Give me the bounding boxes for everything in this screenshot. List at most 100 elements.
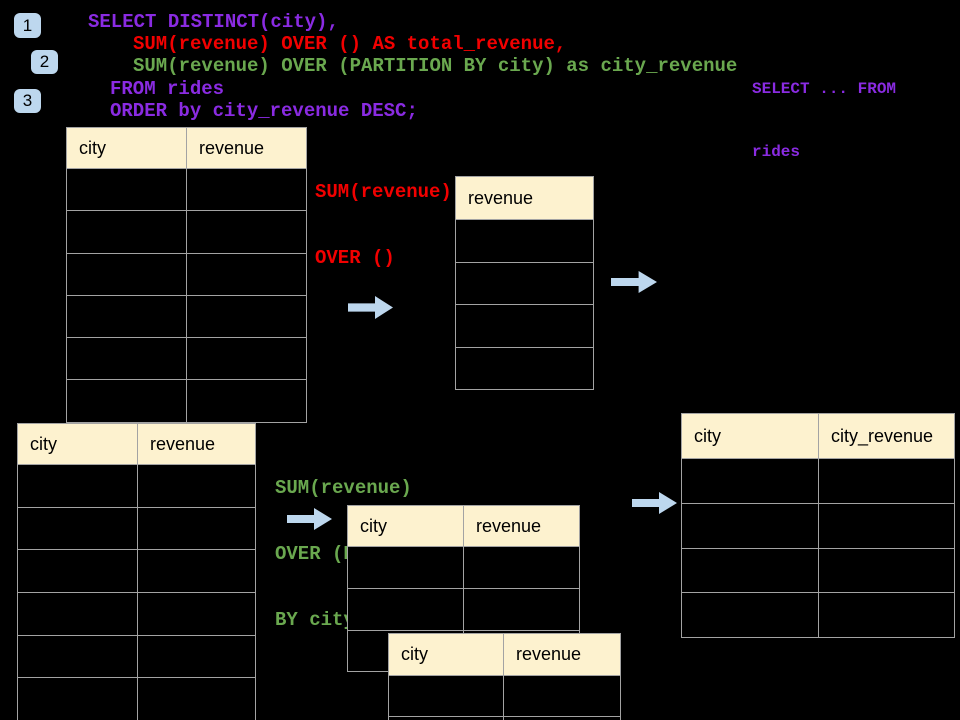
empty-cell [137, 507, 255, 550]
table-row [67, 337, 306, 380]
empty-cell [456, 348, 593, 390]
column-header-revenue: revenue [468, 187, 534, 208]
empty-cell [137, 678, 255, 720]
table-row [18, 592, 255, 635]
table-header-row: city revenue [348, 506, 579, 546]
empty-cell [503, 717, 620, 720]
annotation-partition-line1: SUM(revenue) [275, 477, 412, 499]
arrow-right-icon [611, 271, 657, 293]
column-header-city: city [30, 433, 57, 454]
empty-cell [682, 504, 818, 548]
result-city-revenue-table: city city_revenue [681, 413, 955, 639]
step-badge-3: 3 [14, 89, 41, 113]
empty-cell [818, 459, 954, 503]
table-row [18, 549, 255, 593]
annotation-total-revenue: SUM(revenue) OVER () [315, 137, 452, 313]
column-header-revenue: revenue [137, 424, 255, 464]
sql-line-order-by: ORDER by city_revenue DESC; [110, 100, 418, 122]
side-note-line2: rides [752, 143, 801, 161]
table-row [348, 546, 579, 588]
table-row [456, 261, 593, 305]
sql-line-total-revenue: SUM(revenue) OVER () AS total_revenue, [133, 33, 567, 55]
step-badge-2: 2 [31, 50, 58, 74]
annotation-total-line2: OVER () [315, 247, 395, 269]
empty-cell [18, 550, 137, 592]
empty-cell [137, 593, 255, 635]
table-row [18, 464, 255, 507]
sql-line-from: FROM rides [110, 78, 225, 100]
empty-cell [682, 549, 818, 593]
empty-cell [682, 459, 818, 503]
table-row [18, 677, 255, 720]
table-row [682, 458, 954, 503]
partition-table-front: city revenue [388, 633, 621, 720]
empty-cell [456, 263, 593, 305]
table-row [682, 502, 954, 548]
empty-cell [18, 593, 137, 635]
table-header-row: city revenue [389, 634, 620, 675]
empty-cell [456, 220, 593, 262]
table-row [456, 304, 593, 347]
empty-cell [389, 676, 503, 716]
table-row [389, 675, 620, 716]
empty-cell [137, 550, 255, 593]
table-row [456, 346, 593, 390]
empty-cell [818, 593, 954, 638]
table-row [67, 294, 306, 338]
side-note-line1: SELECT ... FROM [752, 80, 897, 98]
empty-cell [818, 503, 954, 548]
table-row [18, 634, 255, 678]
sql-line-city-revenue: SUM(revenue) OVER (PARTITION BY city) as… [133, 55, 738, 77]
empty-cell [67, 211, 186, 252]
table-row [682, 547, 954, 593]
table-header-row: city city_revenue [682, 414, 954, 458]
step-badge-1: 1 [14, 13, 41, 38]
column-header-revenue: revenue [463, 506, 579, 546]
empty-cell [186, 169, 306, 211]
table-header-row: city revenue [18, 424, 255, 464]
empty-cell [348, 547, 463, 588]
table-row [348, 587, 579, 630]
empty-cell [186, 338, 306, 380]
table-row [67, 252, 306, 295]
empty-cell [682, 593, 818, 637]
total-revenue-table: revenue [455, 176, 594, 390]
column-header-city: city [360, 515, 387, 536]
empty-cell [18, 678, 137, 720]
column-header-revenue: revenue [503, 634, 620, 675]
column-header-city: city [694, 425, 721, 446]
empty-cell [67, 338, 186, 379]
empty-cell [186, 211, 306, 253]
table-row [18, 506, 255, 550]
source-table-bottom: city revenue [17, 423, 256, 720]
column-header-city-revenue: city_revenue [818, 414, 954, 458]
empty-cell [463, 547, 579, 588]
empty-cell [186, 380, 306, 422]
table-row [682, 592, 954, 638]
table-row [456, 219, 593, 262]
empty-cell [818, 548, 954, 593]
empty-cell [67, 296, 186, 337]
table-header-row: revenue [456, 177, 593, 219]
empty-cell [456, 305, 593, 347]
empty-cell [67, 254, 186, 295]
column-header-revenue: revenue [186, 128, 306, 168]
empty-cell [186, 253, 306, 295]
side-note-select-from-rides: SELECT ... FROM rides [752, 37, 896, 205]
arrow-right-icon [632, 492, 677, 514]
table-row [67, 168, 306, 211]
column-header-city: city [401, 644, 428, 664]
column-header-city: city [79, 137, 106, 158]
table-row [389, 716, 620, 720]
sql-line-select: SELECT DISTINCT(city), [88, 11, 339, 33]
empty-cell [503, 676, 620, 716]
empty-cell [137, 465, 255, 507]
empty-cell [348, 589, 463, 630]
source-table-top: city revenue [66, 127, 307, 423]
empty-cell [137, 635, 255, 678]
empty-cell [67, 380, 186, 421]
empty-cell [186, 295, 306, 338]
empty-cell [67, 169, 186, 210]
table-header-row: city revenue [67, 128, 306, 168]
